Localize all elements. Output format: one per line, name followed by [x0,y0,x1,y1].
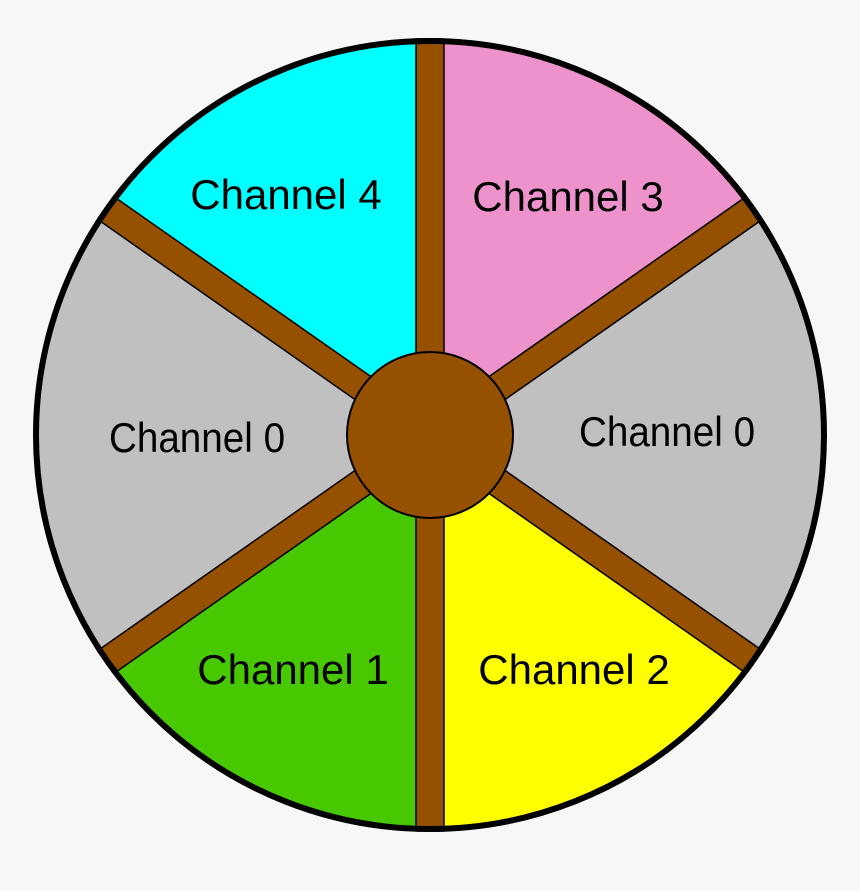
wedge-channel-0 [35,209,430,661]
center-hub [346,351,514,519]
wedge-channel-1 [107,435,431,829]
wedge-channel-3 [430,41,753,435]
wedge-label: Channel 4 [190,171,381,218]
wedge-label: Channel 2 [478,646,669,693]
wedge-label: Channel 0 [109,413,285,461]
wedge-channel-4 [107,41,431,435]
spoke-group [96,38,764,832]
wedge-group [35,41,824,829]
wedge-channel-2 [430,435,753,829]
wedge-label: Channel 3 [472,173,663,220]
wedge-label: Channel 0 [579,407,755,455]
outer-rim [33,38,827,832]
wedge-label: Channel 1 [197,646,388,693]
label-group: Channel 3 Channel 0 Channel 2 Channel 1 Chan… [109,171,755,693]
wedge-channel-0 [430,209,824,661]
